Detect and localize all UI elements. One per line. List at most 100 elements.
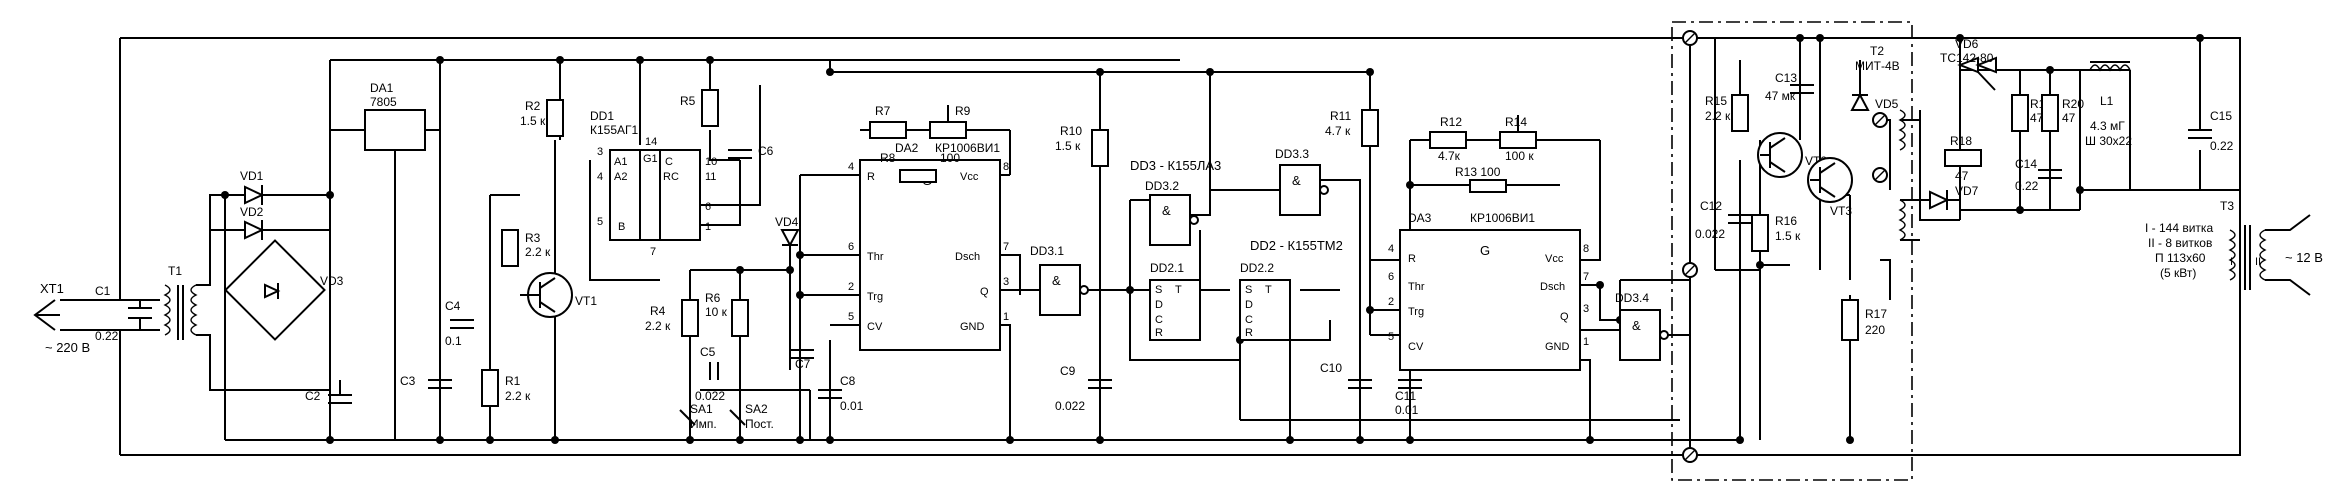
output-voltage-label: ~ 12 В (2285, 250, 2323, 265)
svg-text:&: & (1162, 203, 1171, 218)
svg-text:CV: CV (1408, 341, 1424, 353)
driver-stage: R15 2.2 к C12 0.022 C13 47 мк VT2 VT3 R1… (1695, 44, 1906, 341)
svg-text:B: B (618, 221, 625, 233)
svg-text:7: 7 (1583, 271, 1589, 283)
sa2-label: SA2 (745, 402, 768, 416)
r16-label: R16 (1775, 214, 1797, 228)
c13-label: C13 (1775, 71, 1797, 85)
svg-text:1: 1 (705, 221, 711, 233)
r19-value: 47 (2030, 111, 2044, 125)
svg-text:T: T (1265, 284, 1272, 296)
svg-text:6: 6 (1388, 271, 1394, 283)
vd7-label: VD7 (1955, 184, 1979, 198)
regulator: DA1 7805 C3 C4 0.1 (330, 81, 474, 440)
da1-label: DA1 (370, 81, 394, 95)
r6-label: R6 (705, 291, 721, 305)
svg-text:5: 5 (1388, 331, 1394, 343)
vd1-label: VD1 (240, 169, 264, 183)
t3-power: (5 кВт) (2160, 266, 2196, 280)
vd3-label: VD3 (320, 274, 344, 288)
svg-text:S: S (1155, 284, 1162, 296)
svg-text:T: T (1175, 284, 1182, 296)
terminals (1682, 30, 1888, 463)
mains-input: XT1 ~ 220 В C1 0.22 T1 (33, 194, 225, 391)
da2-type: КР1006ВИ1 (935, 141, 1000, 155)
triac-stage: VD6 ТС142-80 VD7 R18 47 R19 47 R20 47 C1… (1920, 37, 2234, 210)
l1-value: 4.3 мГ (2090, 119, 2125, 133)
r10-value: 1.5 к (1055, 139, 1081, 153)
svg-text:CV: CV (867, 321, 883, 333)
xt1-label: XT1 (40, 281, 64, 296)
mode-switches: VD4 R4 2.2 к R6 10 к C5 0.022 SA1 Имп. S… (645, 215, 864, 431)
r3-value: 2.2 к (525, 245, 551, 259)
da1-type: 7805 (370, 95, 397, 109)
r1-value: 2.2 к (505, 389, 531, 403)
t3-label: T3 (2220, 199, 2234, 213)
svg-text:&: & (1052, 273, 1061, 288)
r3-label: R3 (525, 231, 541, 245)
dd3-2-label: DD3.2 (1145, 179, 1179, 193)
dd3-1-gate: & DD3.1 (1030, 244, 1089, 316)
svg-text:S: S (1245, 284, 1252, 296)
svg-text:10: 10 (705, 156, 717, 168)
svg-text:14: 14 (645, 136, 657, 148)
c12-value: 0.022 (1695, 227, 1725, 241)
c14-label: C14 (2015, 157, 2037, 171)
t3-winding-1: I - 144 витка (2145, 221, 2213, 235)
c14-value: 0.22 (2015, 179, 2039, 193)
sa1-text: Имп. (690, 417, 717, 431)
t2-label: T2 (1870, 44, 1884, 58)
svg-text:D: D (1245, 299, 1253, 311)
dd3-3-label: DD3.3 (1275, 147, 1309, 161)
svg-text:Vcc: Vcc (1545, 253, 1564, 265)
mains-voltage-label: ~ 220 В (45, 340, 90, 355)
c1-value: 0.22 (95, 329, 119, 343)
r17-value: 220 (1865, 323, 1885, 337)
r5-label: R5 (680, 94, 696, 108)
svg-text:11: 11 (705, 171, 716, 183)
r1-label: R1 (505, 374, 521, 388)
r9-label: R9 (955, 104, 971, 118)
svg-text:C: C (665, 156, 673, 168)
svg-text:7: 7 (650, 246, 656, 258)
vt1-label: VT1 (575, 294, 597, 308)
c3-label: C3 (400, 374, 416, 388)
r7-label: R7 (875, 104, 891, 118)
dd3-title: DD3 - К155ЛА3 (1130, 158, 1221, 173)
svg-text:Trg: Trg (867, 291, 883, 303)
svg-text:3: 3 (1583, 303, 1589, 315)
da3-label: DA3 (1408, 211, 1432, 225)
svg-text:I: I (2230, 256, 2233, 268)
r6-value: 10 к (705, 305, 728, 319)
c1-label: C1 (95, 284, 111, 298)
r4-label: R4 (650, 304, 666, 318)
svg-text:Trg: Trg (1408, 306, 1424, 318)
r18-value: 47 (1955, 169, 1969, 183)
sa1-label: SA1 (690, 402, 713, 416)
da2-label: DA2 (895, 141, 919, 155)
l1-core: Ш 30х22 (2085, 134, 2132, 148)
c10-label: C10 (1320, 361, 1342, 375)
r15-value: 2.2 к (1705, 109, 1731, 123)
output-transformer: T3 I II ~ 12 В I - 144 витка II - 8 витк… (2145, 199, 2323, 296)
logic-block: DD3 - К155ЛА3 & DD3.2 DD2 - К155ТМ2 S D … (1130, 147, 1343, 341)
t3-winding-2: II - 8 витков (2148, 236, 2212, 250)
svg-text:6: 6 (705, 201, 711, 213)
svg-text:Thr: Thr (1408, 281, 1425, 293)
t2-type: МИТ-4В (1855, 59, 1900, 73)
r8-value: 100 (940, 151, 960, 165)
isolation-boundary (1671, 21, 1913, 481)
da3-type: КР1006ВИ1 (1470, 211, 1535, 225)
svg-text:4: 4 (1388, 243, 1394, 255)
dd2-1-label: DD2.1 (1150, 261, 1184, 275)
svg-text:RC: RC (663, 171, 679, 183)
vd4-label: VD4 (775, 215, 799, 229)
r20-value: 47 (2062, 111, 2076, 125)
r8-label: R8 (880, 151, 896, 165)
r2-label: R2 (525, 99, 541, 113)
c15-label: C15 (2210, 109, 2232, 123)
r12-label: R12 (1440, 115, 1462, 129)
r16-value: 1.5 к (1775, 229, 1801, 243)
junction-dots (221, 34, 2204, 444)
